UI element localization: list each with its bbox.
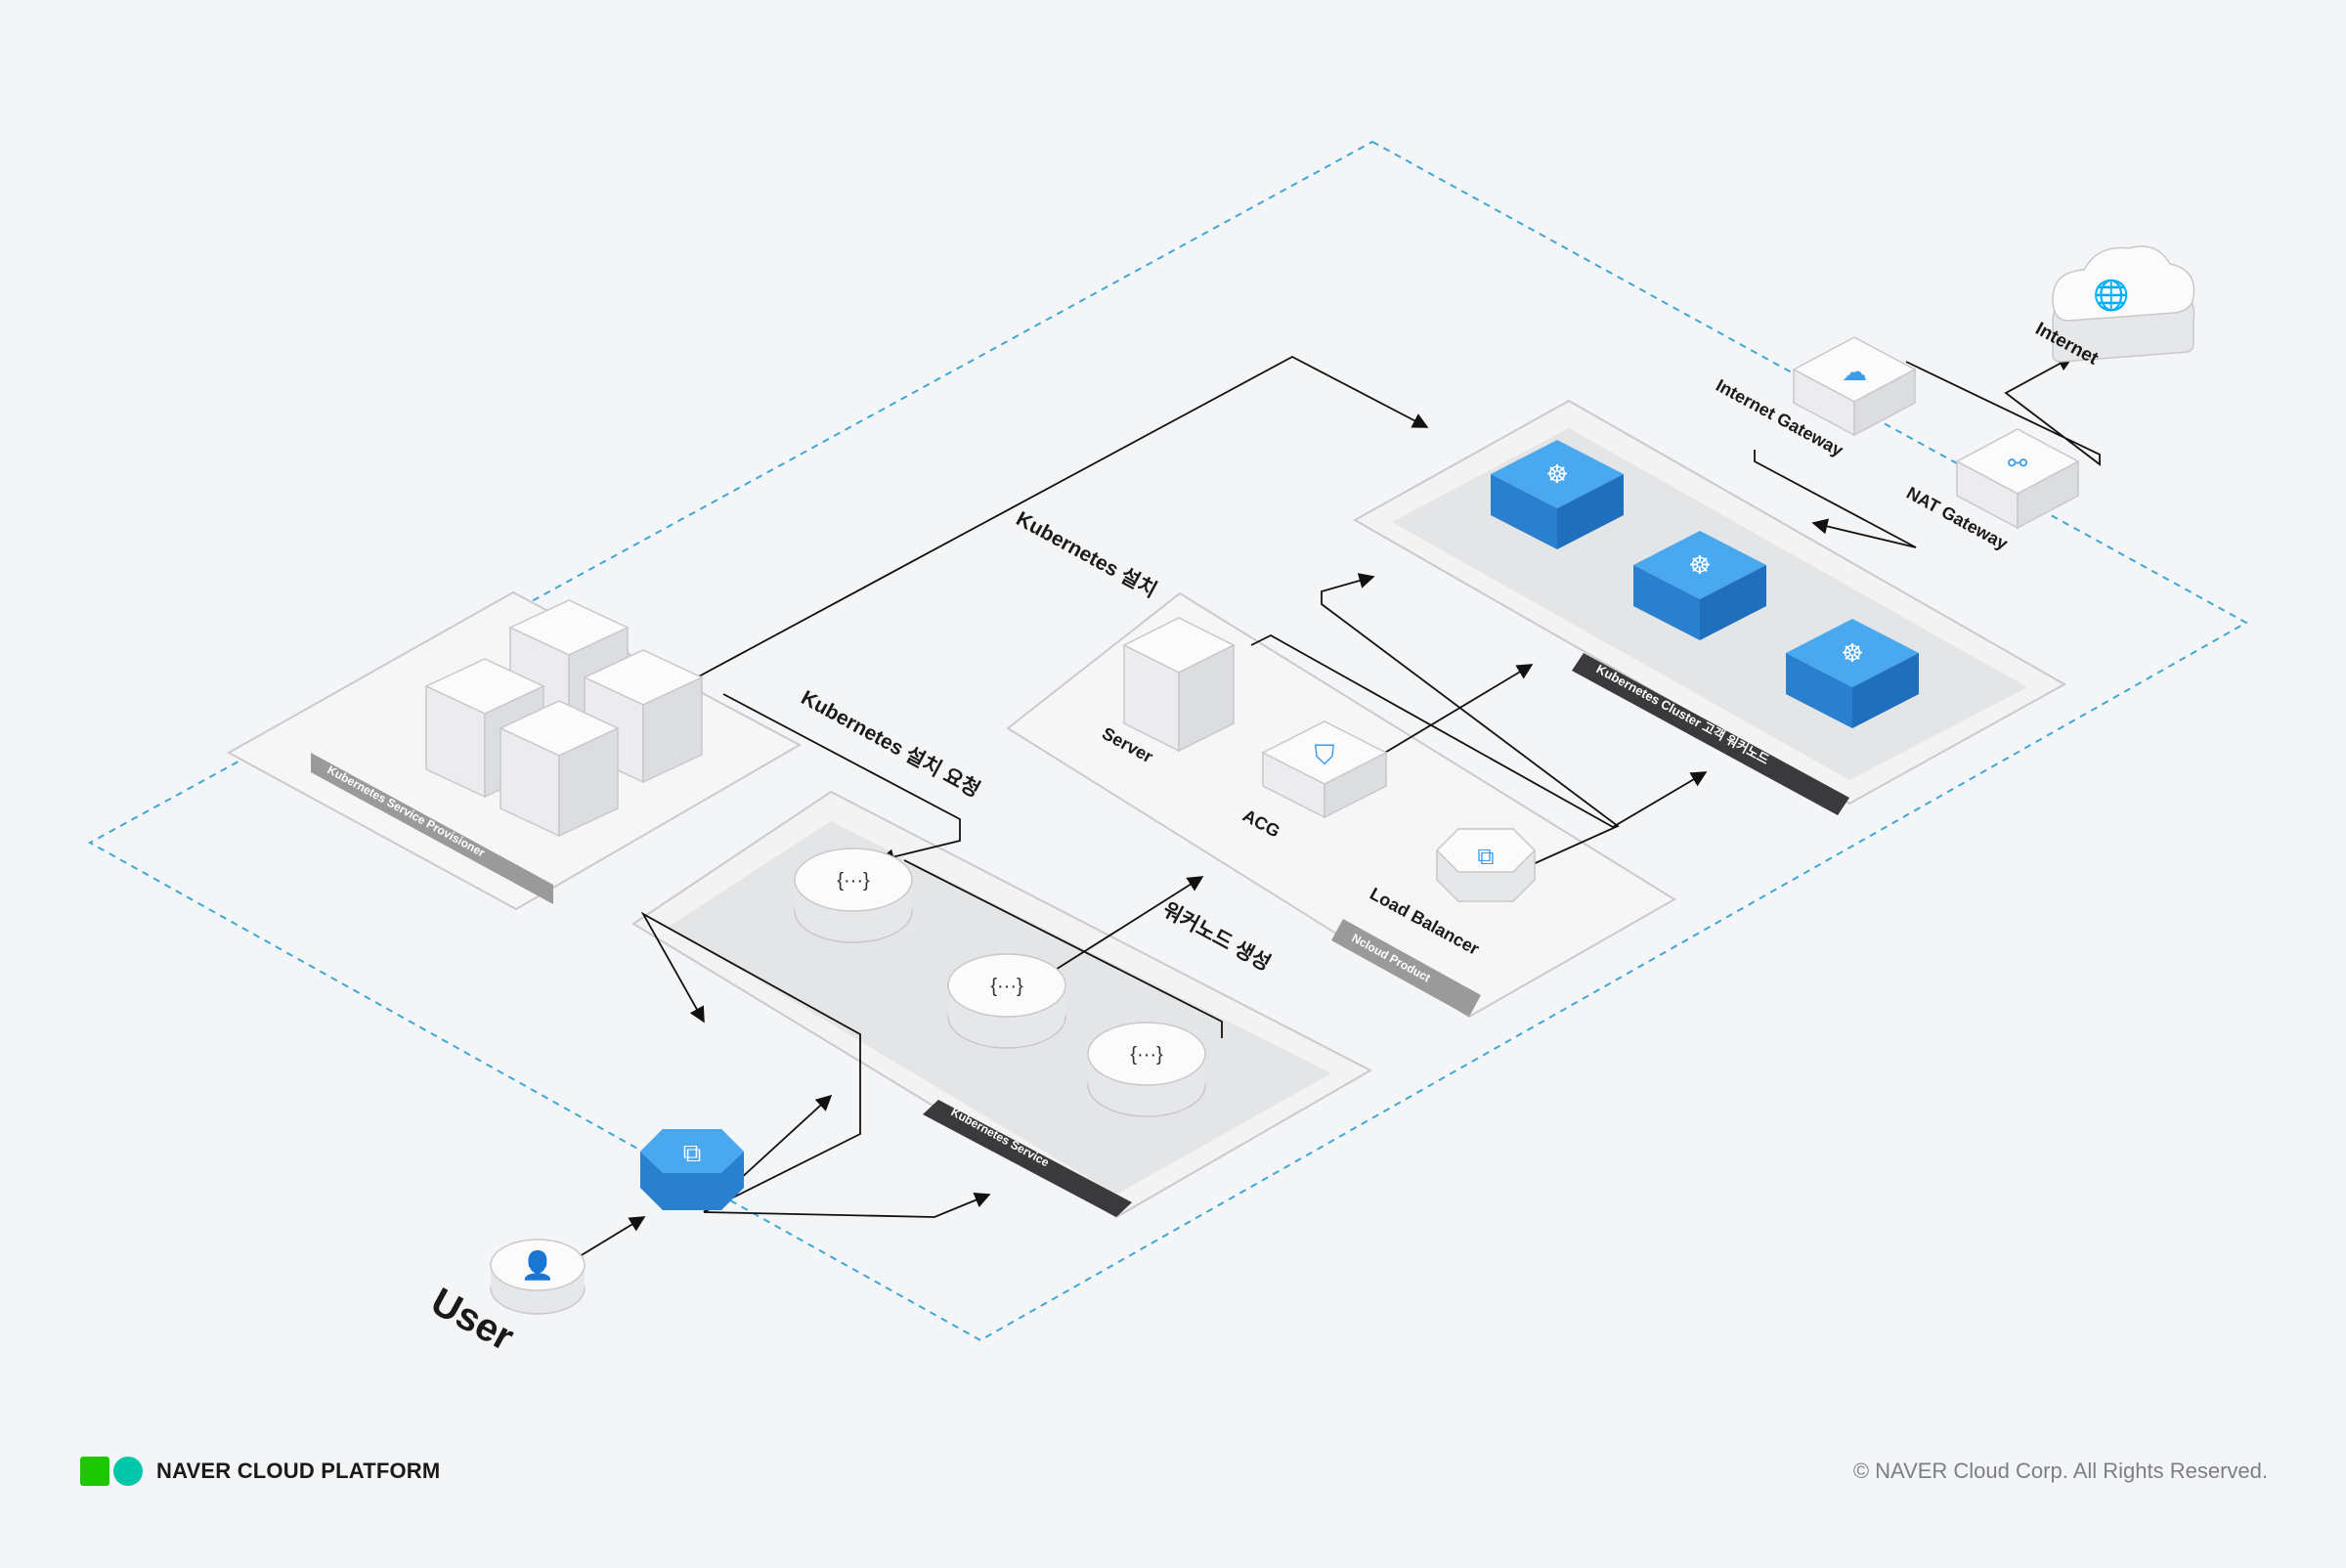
ncloud-server [1122, 617, 1236, 753]
acg-icon: ⛉ [1314, 740, 1334, 770]
function-icon: {···} [1130, 1044, 1163, 1066]
connectors [571, 355, 2101, 1262]
load-balancer-icon: ⧉ [1477, 844, 1494, 870]
arrow-install-request [722, 693, 961, 865]
function-node-3: {···} [1087, 1022, 1206, 1117]
arrow-worker-create-b [1050, 876, 1204, 974]
internet-gateway-node: ☁ [1792, 336, 1917, 437]
arrow-worker-create-a [903, 859, 1223, 1038]
naver-logo [80, 1457, 143, 1486]
kubernetes-wheel-icon: ☸ [1841, 638, 1863, 668]
vpc-boundary [87, 140, 2249, 1342]
k8s-worker-2: ☸ [1633, 531, 1766, 640]
user-icon: 👤 [521, 1249, 555, 1282]
load-balancer-node: ⧉ [1435, 828, 1537, 902]
copyright-text: © NAVER Cloud Corp. All Rights Reserved. [1852, 1459, 2268, 1483]
arrow-gateway-cluster [1754, 450, 1917, 548]
internet-node: 🌐 [2052, 245, 2195, 363]
nat-gateway-node: ⚯ [1955, 428, 2080, 530]
nat-icon: ⚯ [2008, 451, 2027, 477]
arrow-k8s-install [683, 355, 1429, 685]
load-balancer-icon: ⧉ [683, 1138, 702, 1167]
arrow-user-lb [571, 1216, 646, 1262]
function-icon: {···} [837, 870, 870, 892]
server-stack-4 [499, 700, 620, 838]
function-icon: {···} [990, 976, 1023, 997]
arrow-to-service-bottom [703, 1193, 991, 1218]
arrow-lb-cluster [1321, 573, 1620, 871]
k8s-worker-3: ☸ [1786, 619, 1919, 728]
arrow-acg-cluster [1368, 664, 1534, 763]
acg-node: ⛉ [1261, 720, 1388, 819]
arrow-server-cluster [1250, 633, 1708, 829]
entry-load-balancer[interactable]: ⧉ [640, 1129, 744, 1210]
cloud-icon: ☁ [1842, 357, 1867, 386]
kubernetes-wheel-icon: ☸ [1688, 550, 1711, 580]
label-k8s-install-request: Kubernetes 설치 요청 [798, 686, 984, 802]
brand-footer: NAVER CLOUD PLATFORM [80, 1457, 440, 1486]
function-node-1: {···} [794, 848, 913, 943]
brand-name: NAVER CLOUD PLATFORM [156, 1459, 441, 1483]
label-k8s-install: Kubernetes 설치 [1013, 507, 1161, 602]
function-node-2: {···} [947, 953, 1066, 1049]
user-node: 👤 [490, 1239, 586, 1315]
k8s-worker-1: ☸ [1491, 440, 1624, 549]
arrow-lb-ingress [640, 911, 861, 1213]
arrow-internet [1905, 356, 2101, 466]
kubernetes-wheel-icon: ☸ [1545, 459, 1568, 489]
label-worker-create: 워커노드 생성 [1159, 898, 1275, 975]
globe-icon: 🌐 [2093, 278, 2129, 312]
